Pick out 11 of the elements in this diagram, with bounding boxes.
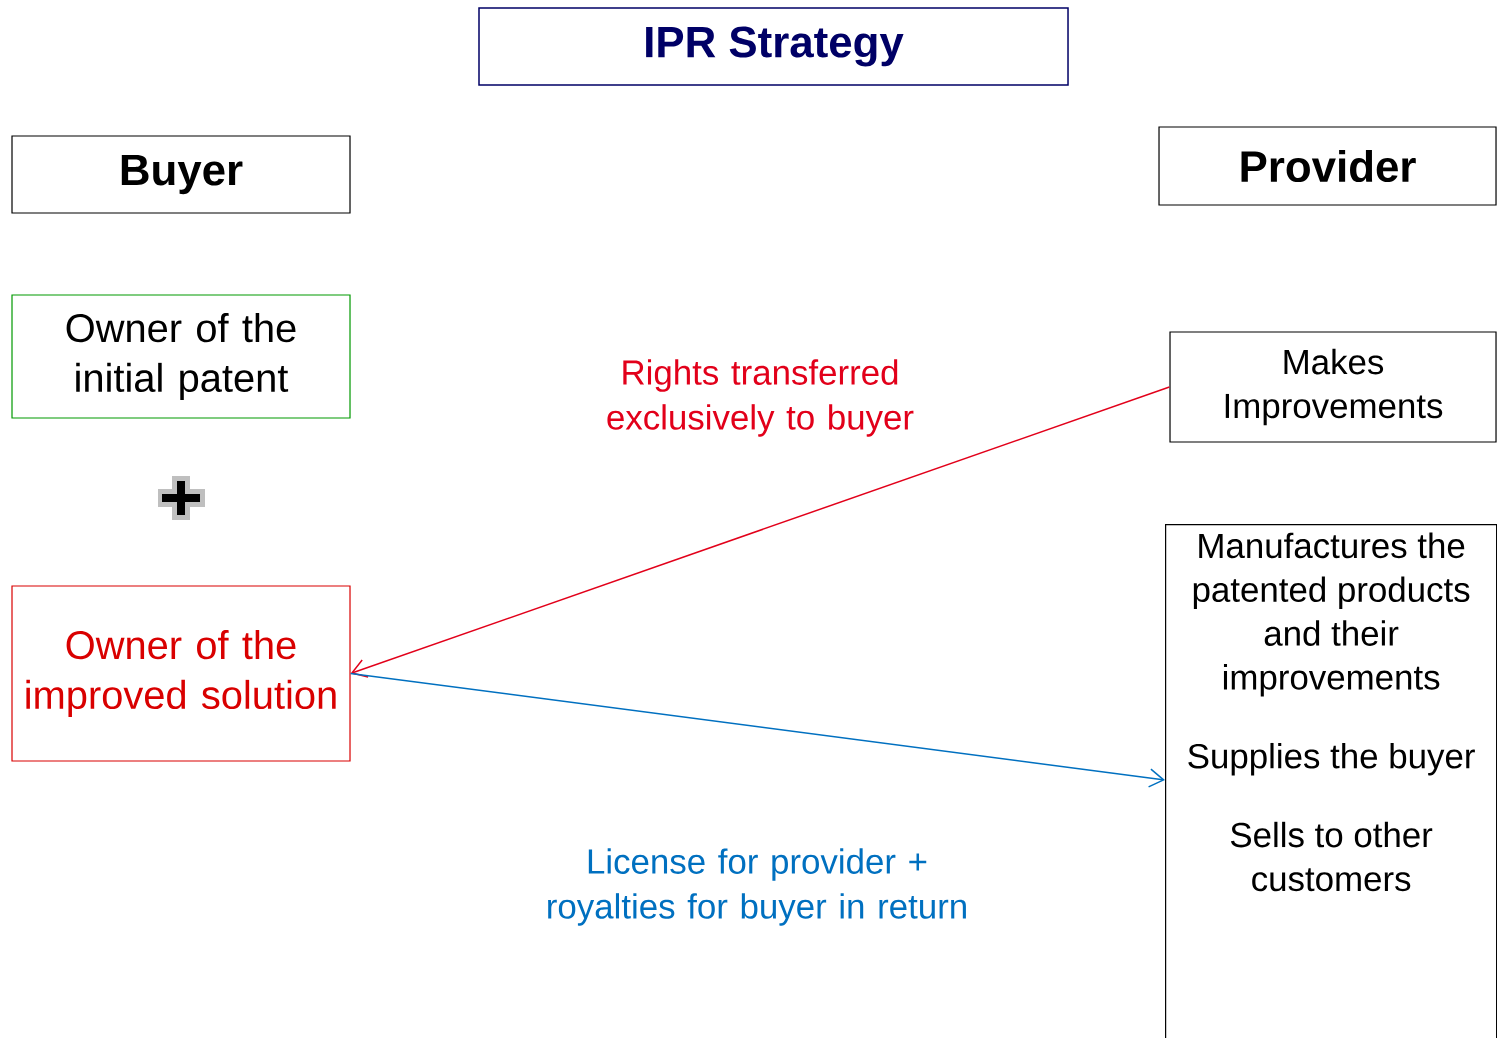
heading-box: Buyer: [11, 135, 351, 214]
arrow: [350, 386, 1171, 678]
text-box: Manufactures the patented products and their improvements Supplies the buyer Sells to other customers: [1165, 524, 1497, 1038]
text-box: Makes Improvements: [1169, 331, 1497, 443]
text-box: Owner of the improved solution: [11, 585, 351, 762]
heading-box: Provider: [1158, 126, 1497, 206]
edge-label: Rights transferred exclusively to buyer: [607, 359, 914, 437]
text-box: Owner of the initial patent: [11, 294, 351, 419]
edge-label: License for provider + royalties for buyer in return: [548, 848, 966, 926]
title-box: IPR Strategy: [478, 7, 1069, 86]
arrow: [349, 672, 1165, 788]
